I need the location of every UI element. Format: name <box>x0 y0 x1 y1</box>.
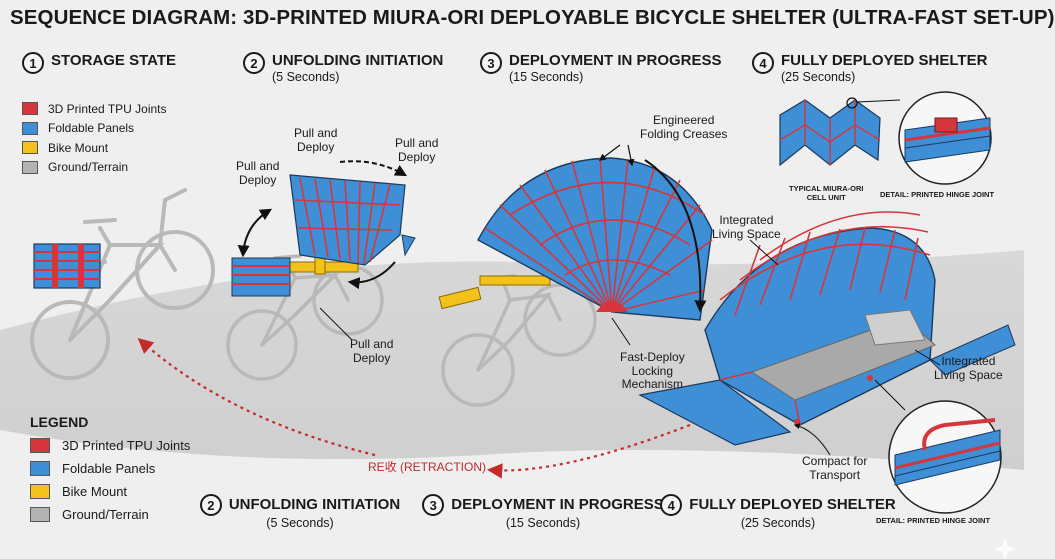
step-header-3: 3 DEPLOYMENT IN PROGRESS (15 Seconds) <box>480 52 722 85</box>
legend-label: Foldable Panels <box>62 461 156 476</box>
legend-item: 3D Printed TPU Joints <box>22 99 167 119</box>
step-number: 2 <box>243 52 265 74</box>
stage3-bike <box>441 274 597 407</box>
stage4-leader-compact <box>793 423 831 456</box>
stage2-arrow-right <box>347 261 396 290</box>
legend-label: Bike Mount <box>48 140 109 155</box>
legend-swatch <box>22 160 38 174</box>
stage2-pack <box>231 257 291 297</box>
legend-swatch <box>22 102 38 116</box>
stage4-leader-living-1 <box>749 239 779 266</box>
step-title: DEPLOYMENT IN PROGRESS <box>451 496 664 513</box>
legend-label: Ground/Terrain <box>48 160 129 175</box>
annotation-pull-deploy: Pull and Deploy <box>395 136 439 164</box>
step-duration: (25 Seconds) <box>781 70 856 84</box>
step-duration: (25 Seconds) <box>740 516 816 530</box>
retraction-label: RE收 (RETRACTION) <box>368 460 486 474</box>
miura-ori-cell-unit <box>779 97 901 167</box>
legend-item: Bike Mount <box>30 480 190 503</box>
annotation-folding-creases: Engineered Folding Creases <box>640 113 728 141</box>
legend-label: 3D Printed TPU Joints <box>62 438 191 453</box>
step-number: 4 <box>660 494 683 516</box>
step-duration: (15 Seconds) <box>505 516 581 530</box>
step-header-4: 4 FULLY DEPLOYED SHELTER (25 Seconds) <box>752 52 987 85</box>
retraction-arrow <box>486 423 691 479</box>
step-header-1: 1 STORAGE STATE <box>22 52 176 74</box>
step-number: 3 <box>422 494 445 516</box>
hinge-detail-2 <box>888 400 1002 514</box>
legend-swatch <box>30 484 50 499</box>
legend-swatch <box>30 507 50 522</box>
step-title: FULLY DEPLOYED SHELTER <box>781 52 988 69</box>
step-title: UNFOLDING INITIATION <box>272 52 444 69</box>
stage2-leader-bottom <box>319 307 353 341</box>
step-duration: (15 Seconds) <box>509 70 584 84</box>
legend-label: Ground/Terrain <box>62 507 149 522</box>
annotation-miura-cell: TYPICAL MIURA-ORI CELL UNIT <box>789 184 864 202</box>
legend-swatch <box>30 461 50 476</box>
stage4-shelter <box>638 211 1016 446</box>
legend-main: LEGEND 3D Printed TPU Joints Foldable Pa… <box>30 414 190 526</box>
stage3-fan-shelter <box>477 157 713 321</box>
step-number: 1 <box>22 52 44 74</box>
step-number: 2 <box>199 494 222 516</box>
hinge-detail-1 <box>898 91 992 185</box>
legend-item: 3D Printed TPU Joints <box>30 434 190 457</box>
annotation-living-space: Integrated Living Space <box>934 354 1003 382</box>
diagram-canvas <box>0 91 1024 559</box>
stage1-storage-pack <box>33 243 101 289</box>
legend-swatch <box>22 121 38 135</box>
step-number: 4 <box>752 52 774 74</box>
stage2-arrow-top <box>339 160 408 177</box>
annotation-hinge-detail: DETAIL: PRINTED HINGE JOINT <box>880 190 995 199</box>
step-duration: (5 Seconds) <box>272 70 340 84</box>
stage3-leader-locking <box>611 317 631 346</box>
hinge-leader-2 <box>874 379 906 411</box>
page-title: SEQUENCE DIAGRAM: 3D-PRINTED MIURA-ORI D… <box>10 6 1055 29</box>
legend-swatch <box>22 141 38 155</box>
legend-item: Ground/Terrain <box>22 158 167 178</box>
legend-label: Foldable Panels <box>48 121 135 136</box>
bottom-step-4: 4 FULLY DEPLOYED SHELTER (25 Seconds) <box>660 494 896 531</box>
step-title: DEPLOYMENT IN PROGRESS <box>509 52 722 69</box>
bottom-step-3: 3 DEPLOYMENT IN PROGRESS (15 Seconds) <box>422 494 664 531</box>
legend-item: Bike Mount <box>22 138 167 158</box>
annotation-pull-deploy: Pull and Deploy <box>350 337 394 365</box>
legend-heading: LEGEND <box>30 414 89 430</box>
bottom-step-2: 2 UNFOLDING INITIATION (5 Seconds) <box>199 494 400 531</box>
legend-item: Ground/Terrain <box>30 503 190 526</box>
annotation-living-space: Integrated Living Space <box>712 213 781 241</box>
step-title: UNFOLDING INITIATION <box>228 496 401 513</box>
stage3-arrow-sweep <box>644 159 707 313</box>
annotation-pull-deploy: Pull and Deploy <box>294 126 338 154</box>
sparkle-icon <box>994 538 1016 559</box>
retraction-arrow-upper <box>137 337 376 457</box>
stage4-leader-living-2 <box>914 349 941 366</box>
step-title: STORAGE STATE <box>51 52 177 69</box>
annotation-locking-mechanism: Fast-Deploy Locking Mechanism <box>620 350 685 391</box>
legend-item: Foldable Panels <box>30 457 190 480</box>
step-duration: (5 Seconds) <box>266 516 334 530</box>
legend-label: 3D Printed TPU Joints <box>48 101 167 116</box>
step-header-2: 2 UNFOLDING INITIATION (5 Seconds) <box>243 52 443 85</box>
legend-label: Bike Mount <box>62 484 128 499</box>
stage3-arrow-creases-2 <box>627 144 635 167</box>
step-number: 3 <box>480 52 502 74</box>
stage3-mount <box>438 275 551 310</box>
legend-swatch <box>30 438 50 453</box>
annotation-compact-transport: Compact for Transport <box>802 454 868 482</box>
annotation-hinge-detail: DETAIL: PRINTED HINGE JOINT <box>876 516 991 525</box>
legend-small: 3D Printed TPU Joints Foldable Panels Bi… <box>22 99 167 177</box>
stage2-folding-panels <box>289 174 416 266</box>
stage3-arrow-creases-1 <box>598 144 621 161</box>
step-title: FULLY DEPLOYED SHELTER <box>689 496 896 513</box>
legend-item: Foldable Panels <box>22 119 167 139</box>
annotation-pull-deploy: Pull and Deploy <box>236 159 280 187</box>
stage2-arrow-left <box>237 208 273 258</box>
